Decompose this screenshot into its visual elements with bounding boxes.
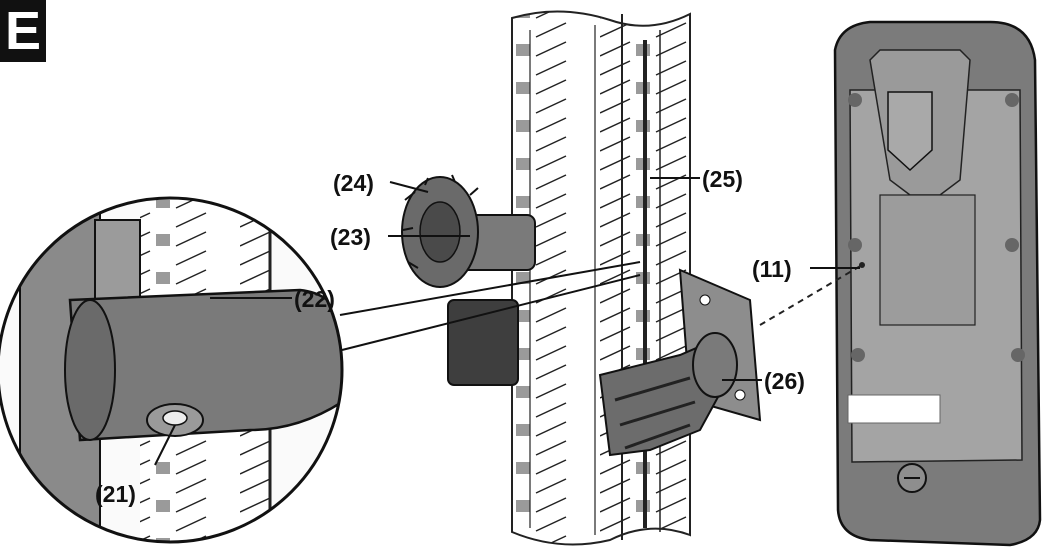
callout-22: (22)	[294, 286, 335, 312]
mount-dashed-line	[759, 264, 863, 326]
callout-24: (24)	[333, 170, 374, 196]
callout-23: (23)	[330, 224, 371, 250]
magnified-detail	[0, 196, 344, 544]
callout-11: (11)	[752, 256, 792, 282]
clamp-assembly	[401, 174, 536, 386]
leader-21	[154, 424, 176, 466]
magnifier-line-bottom	[341, 274, 641, 351]
leader-24	[389, 181, 429, 193]
magnifier-line-top	[339, 261, 641, 316]
measuring-rod	[511, 10, 691, 546]
receiver-device	[833, 20, 1042, 547]
callout-26: (26)	[764, 368, 805, 394]
callout-25: (25)	[702, 166, 743, 192]
figure-letter: E	[0, 0, 46, 62]
callout-21: (21)	[95, 481, 136, 507]
